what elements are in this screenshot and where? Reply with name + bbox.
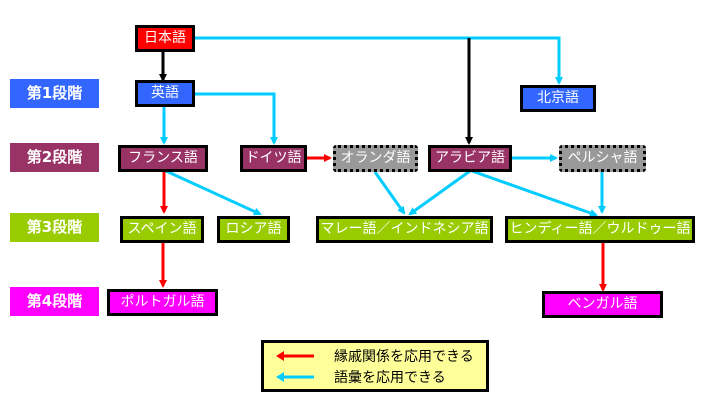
legend-row-vocabulary: 語彙を応用できる xyxy=(264,367,446,387)
node-mandarin: 北京語 xyxy=(520,85,596,112)
node-persian: ペルシャ語 xyxy=(559,145,646,172)
node-bengali: ベンガル語 xyxy=(542,291,663,318)
node-spanish: スペイン語 xyxy=(120,216,204,243)
node-dutch: オランダ語 xyxy=(333,145,418,172)
node-hindi: ヒンディー語／ウルドゥー語 xyxy=(505,216,695,243)
legend: 縁戚関係を応用できる 語彙を応用できる xyxy=(261,340,489,392)
node-arabic: アラビア語 xyxy=(428,145,512,172)
edge-english-german xyxy=(194,92,278,145)
node-japanese: 日本語 xyxy=(135,25,195,52)
edge-arabic-malay xyxy=(408,169,471,216)
node-english: 英語 xyxy=(135,80,195,107)
node-french: フランス語 xyxy=(118,145,208,172)
legend-row-kinship: 縁戚関係を応用できる xyxy=(264,346,474,366)
node-german: ドイツ語 xyxy=(240,145,307,172)
level-3-label: 第3段階 xyxy=(10,213,99,242)
level-2-label: 第2段階 xyxy=(10,143,99,172)
legend-kinship-text: 縁戚関係を応用できる xyxy=(334,349,474,365)
node-malay: マレー語／インドネシア語 xyxy=(316,216,493,243)
level-4-label: 第4段階 xyxy=(10,287,99,316)
legend-vocabulary-text: 語彙を応用できる xyxy=(334,370,446,386)
level-1-label: 第1段階 xyxy=(10,79,99,108)
edge-french-russian xyxy=(165,169,262,216)
edge-japanese-mandarin xyxy=(194,36,563,85)
node-russian: ロシア語 xyxy=(217,216,290,243)
edge-dutch-malay xyxy=(373,171,406,215)
node-portuguese: ポルトガル語 xyxy=(107,289,218,316)
blue-arrow-icon xyxy=(276,372,314,382)
edge-arabic-hindi xyxy=(471,169,598,217)
red-arrow-icon xyxy=(276,351,314,361)
